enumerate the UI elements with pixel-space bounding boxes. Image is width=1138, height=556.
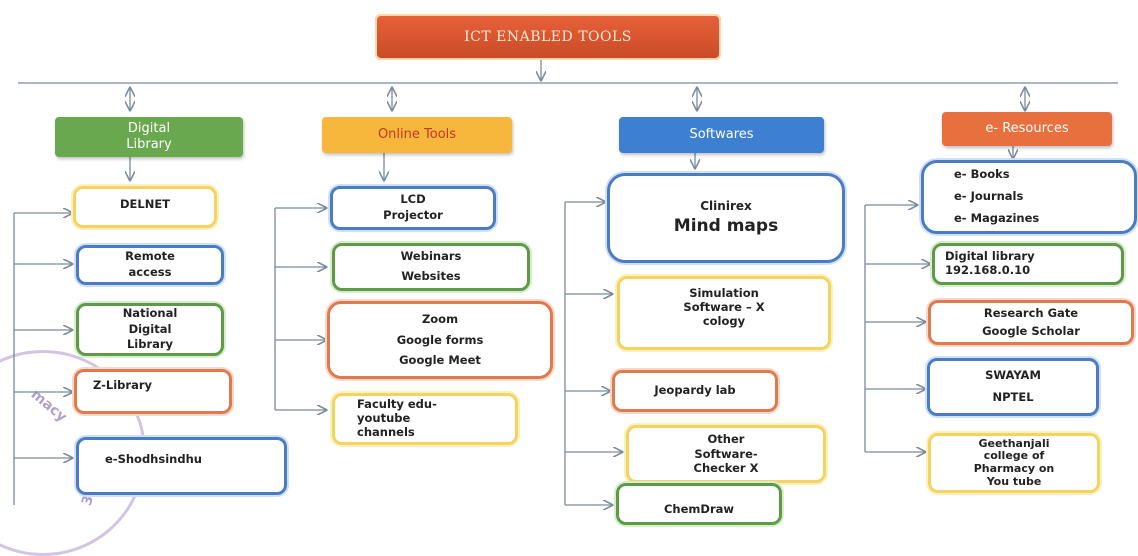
node-text: Websites	[401, 269, 461, 283]
node-text: Pharmacy on	[973, 462, 1055, 475]
node-text: Geethanjali	[978, 436, 1050, 450]
node-text: Google Meet	[399, 353, 481, 368]
node-text: Google Scholar	[982, 323, 1080, 338]
node-text: Other	[707, 432, 745, 447]
node-chemdraw: ChemDraw	[616, 483, 782, 525]
node-national-digital-library: National Digital Library	[76, 303, 224, 356]
node-text: Mind maps	[673, 215, 779, 236]
node-text: Clinirex	[700, 199, 752, 214]
node-text: National	[122, 306, 178, 321]
node-text: Jeopardy lab	[654, 383, 736, 398]
node-text: Zoom	[421, 311, 459, 326]
node-z-library: Z-Library	[74, 369, 232, 414]
node-text: Webinars	[400, 249, 462, 264]
node-text: Library	[126, 337, 174, 352]
node-text: e- Magazines	[954, 210, 1040, 225]
node-text: Projector	[383, 208, 443, 222]
node-text: You tube	[986, 474, 1042, 488]
node-text: ChemDraw	[663, 502, 734, 517]
node-research-gate-scholar: Research Gate Google Scholar	[928, 300, 1134, 345]
node-text: cology	[702, 313, 746, 328]
node-e-books-journals-magazines: e- Books e- Journals e- Magazines	[921, 160, 1137, 234]
node-text: Z-Library	[93, 378, 153, 392]
node-lcd-projector: LCD Projector	[330, 186, 496, 230]
root-node-ict-enabled-tools: ICT ENABLED TOOLS	[375, 14, 721, 60]
node-text: Faculty edu-	[357, 397, 437, 412]
node-text: Research Gate	[983, 306, 1079, 321]
node-digital-library-ip: Digital library 192.168.0.10	[932, 243, 1124, 285]
node-jeopardy-lab: Jeopardy lab	[612, 370, 778, 412]
node-delnet: DELNET	[73, 186, 217, 228]
category-label: Softwares	[689, 126, 754, 142]
node-other-software-checker: Other Software- Checker X	[626, 425, 826, 483]
node-faculty-youtube: Faculty edu- youtube channels	[332, 393, 518, 445]
category-digital-library: Digital Library	[55, 117, 243, 157]
node-text: Simulation	[689, 286, 759, 300]
node-text: e-Shodhsindhu	[105, 452, 202, 466]
category-softwares: Softwares	[619, 117, 824, 153]
node-text: e- Journals	[954, 189, 1024, 204]
node-text: Google forms	[396, 332, 484, 347]
node-e-shodhsindhu: e-Shodhsindhu	[76, 437, 287, 495]
node-clinirex-mind-maps: Clinirex Mind maps	[607, 173, 845, 263]
category-e-resources: e- Resources	[942, 112, 1112, 146]
node-text: access	[128, 265, 172, 279]
node-text: youtube	[357, 411, 411, 426]
node-text: e- Books	[954, 167, 1010, 182]
connector-lines	[13, 60, 1118, 525]
node-text: LCD	[400, 192, 426, 207]
node-zoom-google: Zoom Google forms Google Meet	[327, 301, 553, 379]
node-text: Software-	[694, 446, 758, 461]
node-remote-access: Remote access	[76, 245, 224, 285]
node-text: Digital	[128, 321, 172, 336]
node-simulation-software: Simulation Software – X cology	[617, 276, 831, 350]
node-text: Software – X	[683, 299, 765, 314]
node-text: DELNET	[119, 197, 171, 211]
node-text: channels	[357, 424, 415, 439]
category-label-line: Library	[126, 137, 172, 152]
category-label: Online Tools	[377, 126, 457, 142]
node-text: college of	[983, 449, 1045, 463]
node-text: Remote	[125, 249, 175, 264]
node-text: SWAYAM	[985, 368, 1041, 383]
category-online-tools: Online Tools	[322, 117, 512, 153]
node-webinars-websites: Webinars Websites	[332, 243, 530, 291]
node-text: Digital library	[945, 249, 1035, 264]
node-text: 192.168.0.10	[945, 263, 1031, 277]
node-swayam-nptel: SWAYAM NPTEL	[927, 358, 1099, 416]
node-geethanjali-youtube: Geethanjali college of Pharmacy on You t…	[928, 433, 1100, 493]
category-label-line: Digital	[127, 120, 171, 136]
node-text: Checker X	[693, 461, 759, 476]
node-text: NPTEL	[992, 390, 1034, 404]
category-label: e- Resources	[985, 120, 1069, 136]
